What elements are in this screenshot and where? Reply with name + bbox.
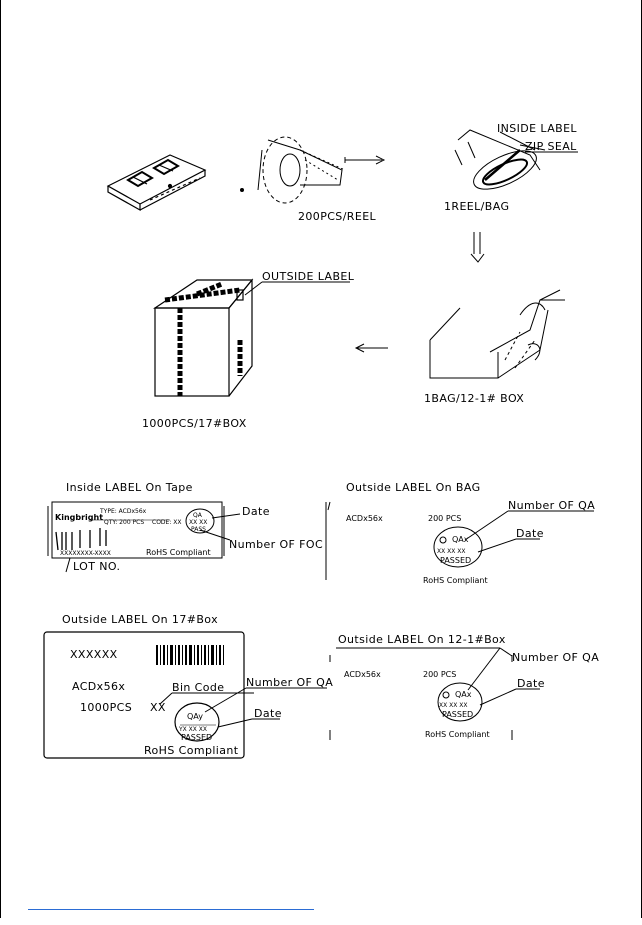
box17-barcode <box>156 645 224 665</box>
bag-seal-mid: XX XX XX <box>437 548 465 555</box>
footer-rule <box>28 909 314 910</box>
box17-bin: XX <box>150 701 166 714</box>
reel-drawing <box>240 136 346 204</box>
box12-date-callout: Date <box>517 677 545 690</box>
led-display-drawing <box>106 154 207 212</box>
arrow-right-icon <box>344 155 386 165</box>
box12-part-number: ACDx56x <box>344 670 381 679</box>
bag-qty: 200 PCS <box>428 514 461 523</box>
box12-seal-top: QAx <box>455 690 472 699</box>
tape-seal-top: QA <box>193 512 203 519</box>
box17-label-title: Outside LABEL On 17#Box <box>62 613 218 626</box>
bag-seal-top: QAx <box>452 535 469 544</box>
tape-label-title: Inside LABEL On Tape <box>66 481 193 494</box>
outside-label-callout: OUTSIDE LABEL <box>262 270 355 283</box>
bag-qa-callout: Number OF QA <box>508 499 595 512</box>
inside-label-callout: INSIDE LABEL <box>497 122 577 135</box>
bag-label-card <box>325 501 483 580</box>
box17-seal-bottom: PASSED <box>181 733 212 742</box>
tape-date-callout: Date <box>242 505 270 518</box>
box-quantity-label: 1000PCS/17#BOX <box>142 417 247 430</box>
tape-rohs: RoHS Compliant <box>146 548 211 557</box>
bag-label-title: Outside LABEL On BAG <box>346 481 481 494</box>
reel-quantity-label: 200PCS/REEL <box>298 210 377 223</box>
box12-label-title: Outside LABEL On 12-1#Box <box>338 633 506 646</box>
tape-foc-callout: Number OF FOC <box>229 538 323 551</box>
box12-rohs: RoHS Compliant <box>425 730 490 739</box>
box12-qty: 200 PCS <box>423 670 456 679</box>
shipping-box-drawing <box>153 278 254 397</box>
bag-date-callout: Date <box>516 527 544 540</box>
box17-label-card <box>43 631 245 759</box>
box17-seal-top: QAy <box>187 712 203 721</box>
tape-seal-bottom: PASS <box>191 526 206 533</box>
box17-qty: 1000PCS <box>80 701 132 714</box>
tape-seal-mid: XX XX <box>189 519 207 526</box>
tape-barcode-text: XXXXXXXX-XXXX <box>60 550 111 557</box>
box17-rohs: RoHS Compliant <box>144 744 239 757</box>
box12-qa-callout: Number OF QA <box>512 651 599 664</box>
bag-quantity-label: 1REEL/BAG <box>444 200 509 213</box>
tape-qty-line: QTY: 200 PCS <box>104 519 144 526</box>
box12-seal-bottom: PASSED <box>442 710 473 719</box>
bag-box-quantity-label: 1BAG/12-1# BOX <box>424 392 524 405</box>
box17-seal-mid: YX XX XX <box>178 726 207 733</box>
tape-code-line: CODE: XX <box>152 519 181 526</box>
bag-part-number: ACDx56x <box>346 514 383 523</box>
box17-part-number: ACDx56x <box>72 680 125 693</box>
arrow-down-icon <box>470 232 485 263</box>
bag-rohs: RoHS Compliant <box>423 576 488 585</box>
arrow-left-icon <box>354 343 388 353</box>
tape-label-card <box>47 501 225 559</box>
box17-qa-callout: Number OF QA <box>246 676 333 689</box>
lot-no-callout: LOT NO. <box>73 560 120 573</box>
brand-name: Kingbright <box>55 513 103 522</box>
box17-date-callout: Date <box>254 707 282 720</box>
box12-label-card <box>329 647 513 740</box>
box17-serial: XXXXXX <box>70 648 118 661</box>
box12-seal-mid: XX XX XX <box>439 702 467 709</box>
open-box-drawing <box>429 289 565 379</box>
tape-type-line: TYPE: ACDx56x <box>99 508 147 515</box>
bag-seal-bottom: PASSED <box>440 556 471 565</box>
bag-drawing <box>454 129 546 190</box>
box17-bin-code-callout: Bin Code <box>172 681 224 694</box>
zip-seal-callout: ZIP SEAL <box>525 140 577 153</box>
